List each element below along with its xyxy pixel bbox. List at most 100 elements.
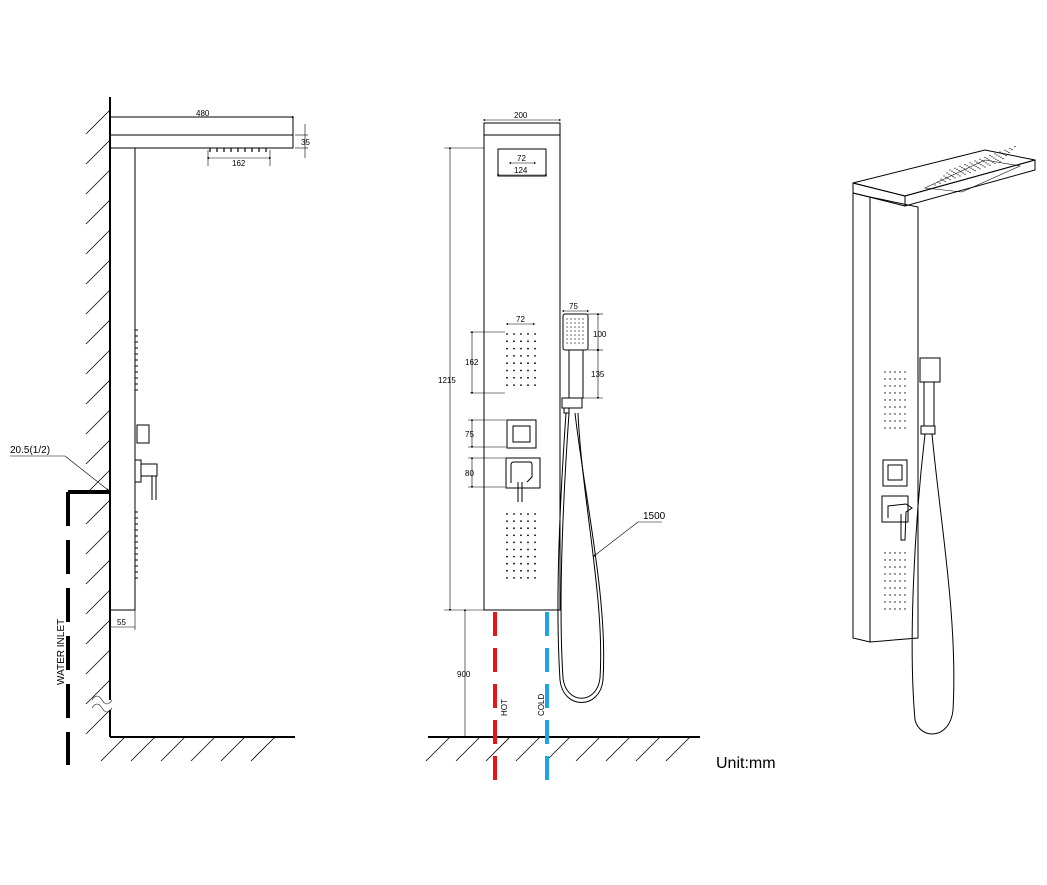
nozzle-dot [570,342,572,344]
hatch-line [665,736,691,762]
nozzle-dot [506,562,508,565]
nozzle-dot [899,552,901,554]
nozzle-dot [506,520,508,522]
hatch-line [85,199,111,225]
dim-75-diverter: 75 [465,430,474,439]
hatch-line [220,736,246,762]
dim-200: 200 [514,111,528,120]
nozzle-dot [506,569,508,572]
nozzle-dot [962,172,964,174]
nozzle-dot [884,378,886,380]
dim-162-jets: 162 [465,358,479,367]
nozzle-dot [1003,153,1005,155]
nozzle-dot [959,175,961,177]
cold-label: COLD [537,694,546,716]
nozzle-dot [520,513,522,515]
nozzle-dot [894,427,896,429]
nozzle-dot [582,334,584,336]
nozzle-dot [513,577,515,579]
nozzle-dot [993,157,995,159]
nozzle-dot [574,318,576,320]
water-inlet-label: WATER INLET [56,619,67,685]
nozzle-dot [884,587,886,589]
nozzle-dot [894,413,896,415]
nozzle-dot [889,385,891,387]
nozzle-dot [899,378,901,380]
nozzle-dot [894,580,896,582]
nozzle-dot [981,159,983,161]
hatch-line [605,736,631,762]
nozzle-dot [520,520,522,522]
nozzle-dot [884,427,886,429]
nozzle-dot [566,322,568,324]
hatch-line [85,409,111,435]
nozzle-dot [899,385,901,387]
rain-nozzles [209,148,267,152]
nozzle-dot [987,163,989,165]
nozzle-dot [527,340,529,343]
nozzle-dot [904,399,906,401]
nozzle-dot [506,347,508,350]
nozzle-dot [894,601,896,603]
nozzle-dot [513,548,515,551]
nozzle-dot [899,427,901,429]
nozzle-dot [884,552,886,554]
hand-shower-holder [561,397,583,409]
dim-135: 135 [591,370,605,379]
hatch-line [85,259,111,285]
hand-shower-handle [568,349,584,399]
nozzle-dot [989,155,991,157]
nozzle-dot [506,362,508,365]
nozzle-dot [982,165,984,167]
nozzle-dot [951,170,953,172]
dim-35: 35 [301,138,310,147]
nozzle-dot [956,168,958,170]
dim-124: 124 [514,166,528,175]
nozzle-dot [904,385,906,387]
nozzle-dot [966,165,968,167]
nozzle-dot [506,534,508,537]
nozzle-dot [889,552,891,554]
nozzle-dot [904,566,906,568]
nozzle-dot [574,338,576,340]
nozzle-dot [884,406,886,408]
nozzle-dot [904,573,906,575]
nozzle-dot [991,156,993,158]
nozzle-dot [578,342,580,344]
nozzle-dot [506,548,508,551]
nozzle-dot [513,562,515,565]
dim-1215: 1215 [438,376,456,385]
nozzle-dot [894,552,896,554]
nozzle-dot [975,165,977,167]
nozzle-dot [989,164,991,166]
nozzle-dot [578,326,580,328]
nozzle-dot [574,322,576,324]
hatch-line [85,319,111,345]
nozzle-dot [520,555,522,558]
nozzle-dot [534,376,536,379]
nozzle-dot [968,166,970,168]
nozzle-dot [520,340,522,343]
nozzle-dot [578,318,580,320]
nozzle-dot [889,413,891,415]
nozzle-dot [570,334,572,336]
nozzle-dot [520,384,522,386]
nozzle-dot [506,513,508,515]
nozzle-dot [534,347,536,350]
nozzle-dot [574,334,576,336]
rain-head-top [852,149,1036,197]
nozzle-dot [527,577,529,579]
nozzle-dot [894,378,896,380]
nozzle-dot [527,347,529,350]
nozzle-dot [884,559,886,561]
nozzle-dot [899,580,901,582]
nozzle-dot [979,158,981,160]
nozzle-dot [959,165,961,167]
rain-head-nozzles [934,146,1016,186]
nozzle-dot [894,399,896,401]
nozzle-dot [995,158,997,160]
nozzle-dot [889,399,891,401]
nozzle-dot [534,513,536,515]
